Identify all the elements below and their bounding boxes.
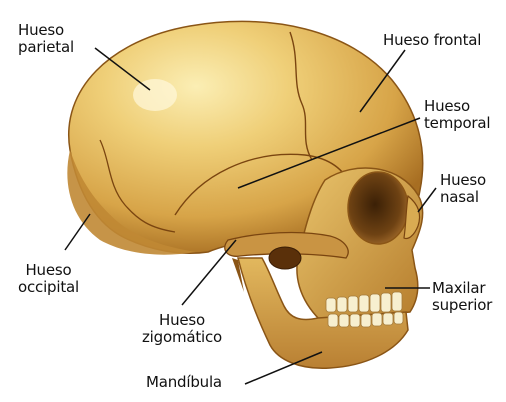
eye-orbit [348,172,408,244]
label-mandibula: Mandíbula [146,374,222,391]
leader-occipital [65,214,90,250]
label-hueso-occipital: Hueso occipital [18,262,79,296]
label-hueso-zigomatico: Hueso zigomático [142,312,222,346]
label-hueso-frontal: Hueso frontal [383,32,481,49]
cranium-highlight [133,79,177,111]
label-hueso-temporal: Hueso temporal [424,98,490,132]
ear-canal [269,247,301,269]
label-hueso-parietal: Hueso parietal [18,22,74,56]
label-hueso-nasal: Hueso nasal [440,172,486,206]
label-maxilar-superior: Maxilar superior [432,280,492,314]
